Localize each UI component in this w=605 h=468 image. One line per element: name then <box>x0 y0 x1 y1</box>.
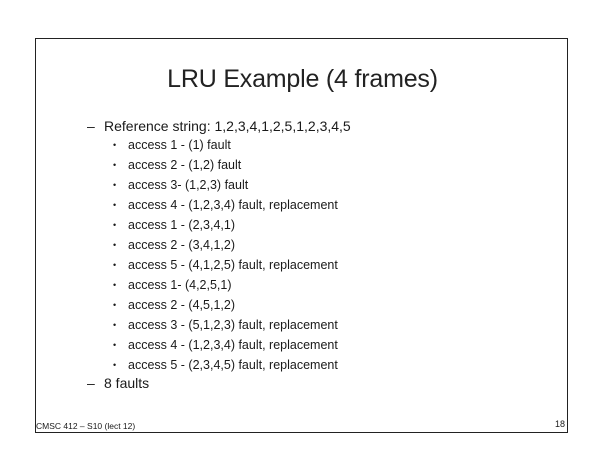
access-item: • access 3 - (5,1,2,3) fault, replacement <box>113 315 338 335</box>
reference-string-item: –Reference string: 1,2,3,4,1,2,5,1,2,3,4… <box>87 117 351 135</box>
bullet-marker: • <box>113 220 117 230</box>
fault-count-text: 8 faults <box>104 375 150 391</box>
page-number: 18 <box>554 419 565 429</box>
access-item: • access 3- (1,2,3) fault <box>113 175 338 195</box>
slide-title: LRU Example (4 frames) <box>167 65 438 93</box>
bullet-marker: • <box>113 140 117 150</box>
reference-string-text: Reference string: 1,2,3,4,1,2,5,1,2,3,4,… <box>104 118 351 134</box>
access-text: access 1 - (2,3,4,1) <box>128 218 235 232</box>
footer-course: CMSC 412 – S10 (lect 12) <box>36 421 136 431</box>
access-text: access 2 - (4,5,1,2) <box>128 298 235 312</box>
bullet-marker: • <box>113 200 117 210</box>
access-text: access 3- (1,2,3) fault <box>128 178 249 192</box>
access-item: • access 2 - (3,4,1,2) <box>113 235 338 255</box>
bullet-marker: • <box>113 340 117 350</box>
access-item: • access 2 - (1,2) fault <box>113 155 338 175</box>
access-text: access 2 - (1,2) fault <box>128 158 242 172</box>
access-item: • access 5 - (2,3,4,5) fault, replacement <box>113 355 338 375</box>
dash-marker: – <box>87 375 95 391</box>
bullet-marker: • <box>113 280 117 290</box>
access-item: • access 4 - (1,2,3,4) fault, replacement <box>113 335 338 355</box>
access-text: access 5 - (2,3,4,5) fault, replacement <box>128 358 338 372</box>
bullet-marker: • <box>113 320 117 330</box>
access-item: • access 1- (4,2,5,1) <box>113 275 338 295</box>
access-text: access 1 - (1) fault <box>128 138 231 152</box>
bullet-marker: • <box>113 180 117 190</box>
access-text: access 1- (4,2,5,1) <box>128 278 232 292</box>
bullet-marker: • <box>113 260 117 270</box>
access-item: • access 1 - (1) fault <box>113 135 338 155</box>
dash-marker: – <box>87 118 95 134</box>
bullet-marker: • <box>113 360 117 370</box>
fault-count-item: –8 faults <box>87 374 149 392</box>
slide-border <box>35 38 568 433</box>
access-text: access 4 - (1,2,3,4) fault, replacement <box>128 198 338 212</box>
access-text: access 3 - (5,1,2,3) fault, replacement <box>128 318 338 332</box>
bullet-marker: • <box>113 160 117 170</box>
access-text: access 4 - (1,2,3,4) fault, replacement <box>128 338 338 352</box>
access-item: • access 2 - (4,5,1,2) <box>113 295 338 315</box>
access-list: • access 1 - (1) fault • access 2 - (1,2) … <box>113 135 338 375</box>
bullet-marker: • <box>113 240 117 250</box>
bullet-marker: • <box>113 300 117 310</box>
access-item: • access 5 - (4,1,2,5) fault, replacement <box>113 255 338 275</box>
access-item: • access 4 - (1,2,3,4) fault, replacement <box>113 195 338 215</box>
access-text: access 2 - (3,4,1,2) <box>128 238 235 252</box>
access-item: • access 1 - (2,3,4,1) <box>113 215 338 235</box>
access-text: access 5 - (4,1,2,5) fault, replacement <box>128 258 338 272</box>
